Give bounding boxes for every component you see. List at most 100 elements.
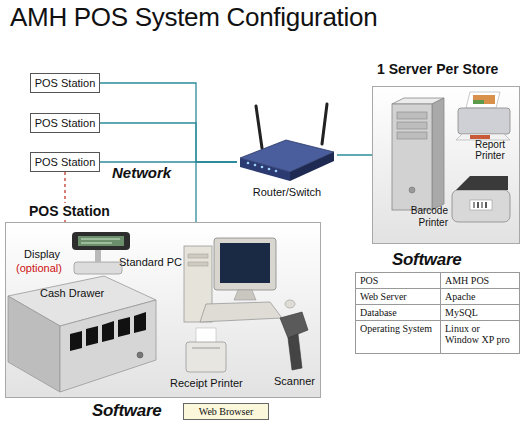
report-printer	[456, 92, 510, 140]
router-icon	[247, 162, 250, 165]
barcode-scanner	[280, 312, 308, 338]
receipt-printer	[192, 348, 220, 349]
node-text: POS Station	[31, 114, 99, 132]
standard-pc	[200, 302, 282, 322]
router-icon	[240, 158, 290, 181]
cash-drawer	[60, 300, 156, 392]
pole-display	[72, 232, 130, 250]
table-cell: Apache	[440, 288, 520, 305]
barcode-printer	[452, 176, 510, 222]
section-heading: Software	[92, 401, 161, 421]
report-printer	[473, 95, 495, 104]
note-label: (optional)	[16, 262, 62, 274]
device-label: Cash Drawer	[40, 287, 104, 299]
table-cell: Operating System	[355, 320, 441, 354]
node-text: POS Station	[31, 74, 99, 92]
server-tower	[392, 104, 432, 210]
receipt-printer	[186, 342, 226, 372]
pole-display	[78, 236, 124, 246]
pole-display	[74, 262, 122, 274]
barcode-printer	[456, 176, 508, 190]
node-text: Router/Switch	[237, 186, 337, 198]
node-text: Web Browser	[184, 404, 268, 419]
router-icon	[254, 164, 257, 167]
table-cell: Linux or Window XP pro	[440, 320, 520, 354]
report-printer	[473, 100, 484, 104]
cash-drawer	[102, 321, 114, 342]
server-tower	[392, 98, 444, 210]
cash-drawer	[8, 276, 156, 392]
network-cable	[100, 123, 237, 162]
barcode-printer	[482, 202, 483, 208]
standard-pc	[188, 254, 208, 258]
standard-pc	[214, 238, 276, 290]
device-label: Report Printer	[464, 139, 516, 161]
report-printer	[470, 135, 490, 139]
standard-pc	[188, 262, 208, 266]
device-label: Display	[24, 248, 60, 260]
node-text: POS Station	[31, 153, 99, 171]
cash-drawer	[134, 312, 146, 333]
frame-background	[5, 86, 520, 398]
device-label: Scanner	[274, 375, 315, 387]
barcode-printer	[470, 200, 492, 210]
barcode-printer	[452, 190, 510, 222]
server-tower	[432, 98, 444, 210]
node-text: 1 Server Per Store	[377, 61, 498, 77]
standard-pc	[184, 238, 295, 322]
router-icon	[268, 168, 271, 171]
software-box: Web Browser	[183, 403, 269, 420]
barcode-printer	[477, 202, 479, 208]
standard-pc	[234, 290, 256, 300]
standard-pc	[220, 243, 270, 283]
router-switch: Router/Switch	[237, 104, 337, 200]
pole-display	[95, 248, 101, 262]
cash-drawer	[137, 352, 143, 358]
pos-station-box: POS Station	[30, 152, 100, 172]
table-cell: Web Server	[355, 288, 441, 305]
network-label: Network	[112, 164, 171, 181]
table-cell: MySQL	[440, 304, 520, 321]
cash-drawer	[118, 317, 130, 337]
cash-drawer	[8, 296, 60, 392]
frame-background	[5, 222, 321, 398]
diagram-title: AMH POS System Configuration	[10, 2, 377, 33]
barcode-printer	[485, 202, 487, 208]
device-label: Barcode Printer	[398, 205, 448, 229]
server-tower	[397, 132, 427, 139]
router-icon	[322, 104, 327, 144]
table-cell: Database	[355, 304, 441, 321]
report-printer	[458, 108, 510, 134]
device-label: Standard PC	[116, 256, 182, 268]
network-cable	[100, 161, 237, 162]
standard-pc	[285, 300, 295, 308]
network-cable	[196, 162, 237, 222]
cash-drawer	[86, 326, 98, 346]
pos-station-box: POS Station	[30, 73, 100, 93]
node-text: POS Station	[26, 203, 113, 219]
table-cell: AMH POS	[440, 272, 520, 289]
barcode-scanner	[288, 334, 302, 370]
server-tower	[397, 122, 427, 129]
pole-display	[81, 239, 120, 240]
router-icon	[275, 170, 278, 173]
network-cable	[337, 154, 372, 155]
server-tower	[409, 187, 415, 193]
router-icon	[290, 152, 334, 181]
barcode-printer	[474, 202, 475, 208]
router-icon	[256, 106, 262, 148]
router-icon	[240, 104, 334, 181]
pole-display	[81, 243, 112, 244]
pos-station-box: POS Station	[30, 113, 100, 133]
router-icon	[261, 166, 264, 169]
frame-background	[372, 86, 520, 244]
table-cell: POS	[355, 272, 441, 289]
server-tower	[397, 112, 427, 119]
report-printer	[466, 92, 500, 108]
device-label: Receipt Printer	[170, 377, 243, 389]
section-heading: Software	[392, 250, 461, 270]
barcode-scanner	[280, 312, 308, 370]
